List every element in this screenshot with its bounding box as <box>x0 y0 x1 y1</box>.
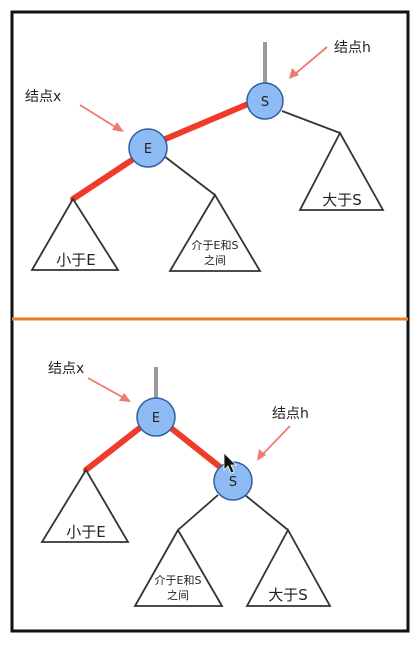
subtree-greater-than-s <box>298 131 385 211</box>
node-s <box>246 82 284 120</box>
node-s-2-label: S <box>229 475 237 490</box>
annotation-node-h: 结点h <box>334 40 371 56</box>
red-link-e-s-2 <box>168 425 223 470</box>
subtree-between-e-s <box>168 193 262 272</box>
red-link-e-left <box>70 157 135 202</box>
panel-top: S E 小于E 介于E和S 之间 大于S 结点x 结点h <box>25 40 385 272</box>
arrowhead-node-h <box>289 68 299 79</box>
arrowhead-node-x <box>112 122 124 132</box>
subtree-label-between-2a: 介于E和S <box>155 574 202 587</box>
arrow-node-x <box>79 104 118 129</box>
outer-frame <box>10 10 410 633</box>
edge-s-right <box>281 110 341 134</box>
edge-e-mid <box>163 155 216 196</box>
edge-s-mid <box>177 494 219 531</box>
subtree-less-than-e <box>30 197 120 271</box>
subtree-greater-than-s-2 <box>245 528 332 607</box>
arrow-node-h-2 <box>261 425 291 456</box>
subtree-label-less-2: 小于E <box>66 523 105 541</box>
mouse-cursor-icon <box>223 452 237 474</box>
subtree-label-greater-2: 大于S <box>268 586 308 604</box>
node-e-label: E <box>144 142 152 157</box>
panel-bottom: E S 小于E 介于E和S 之间 大于S 结点x 结点h <box>40 361 332 607</box>
red-link-s-e <box>160 101 251 143</box>
red-link-e-left-2 <box>83 424 144 473</box>
node-e-2 <box>136 397 176 437</box>
edge-s-right-2 <box>244 494 289 531</box>
annotation-node-x: 结点x <box>25 89 61 105</box>
subtree-label-less: 小于E <box>56 251 95 269</box>
subtree-label-between-2: 之间 <box>204 253 226 267</box>
subtree-between-e-s-2 <box>133 528 224 607</box>
subtree-less-than-e-2 <box>40 468 130 543</box>
subtree-label-greater: 大于S <box>322 191 362 209</box>
arrowhead-node-h-2 <box>257 449 266 461</box>
arrow-node-h <box>294 46 328 75</box>
subtree-label-between-1: 介于E和S <box>192 239 239 252</box>
node-e <box>128 128 168 168</box>
subtree-label-between-2b: 之间 <box>167 588 189 602</box>
arrow-node-x-2 <box>87 377 125 399</box>
annotation-node-h-2: 结点h <box>272 406 309 422</box>
node-s-label: S <box>261 95 269 110</box>
annotation-node-x-2: 结点x <box>48 361 84 377</box>
arrowhead-node-x-2 <box>119 393 131 402</box>
node-e-2-label: E <box>152 411 160 426</box>
